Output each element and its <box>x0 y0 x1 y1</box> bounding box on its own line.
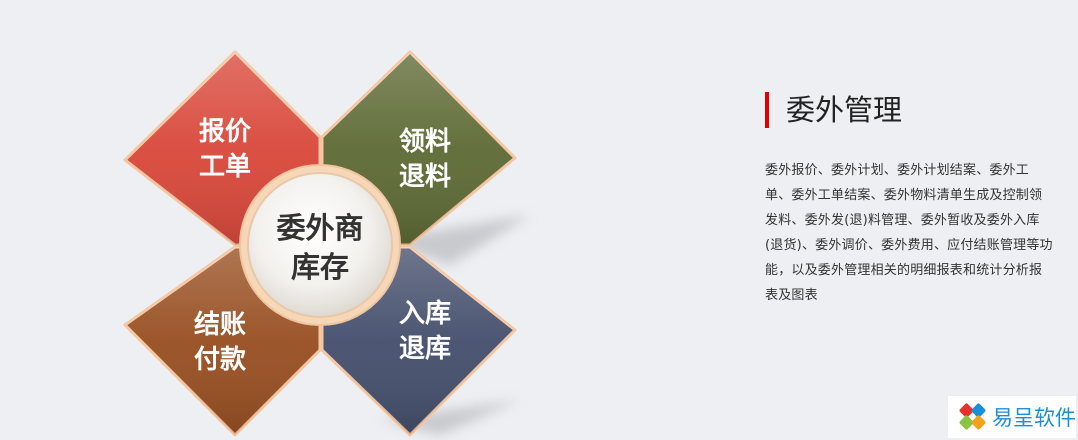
petal-label-line1: 报价 <box>199 116 252 147</box>
section-description: 委外报价、委外计划、委外计划结案、委外工单、委外工单结案、委外物料清单生成及控制… <box>765 163 1053 303</box>
center-label-line2: 库存 <box>291 250 349 284</box>
petal-label-line1: 入库 <box>399 299 451 329</box>
outsourcing-flow-diagram: 报价 工单 领料 退料 结账 付款 入库 退库 委外商 库存 <box>123 50 530 437</box>
petal-label-line2: 退料 <box>399 162 451 192</box>
logo-text: 易呈软件 <box>992 406 1076 430</box>
petal-label-line2: 付款 <box>194 345 247 375</box>
brand-logo[interactable]: 易呈软件 <box>948 396 1076 438</box>
center-circle <box>247 172 393 318</box>
petal-label-line1: 领料 <box>399 126 451 157</box>
petal-label-line2: 退库 <box>399 334 451 364</box>
petal-label-line2: 工单 <box>199 152 251 182</box>
section-title: 委外管理 <box>765 92 1055 128</box>
petal-label-line1: 结账 <box>194 310 246 340</box>
info-panel: 委外管理 委外报价、委外计划、委外计划结案、委外工单、委外工单结案、委外物料清单… <box>765 92 1055 308</box>
center-hub: 委外商 库存 <box>239 164 401 326</box>
logo-mark-icon <box>959 403 986 430</box>
center-label-line1: 委外商 <box>276 211 363 245</box>
